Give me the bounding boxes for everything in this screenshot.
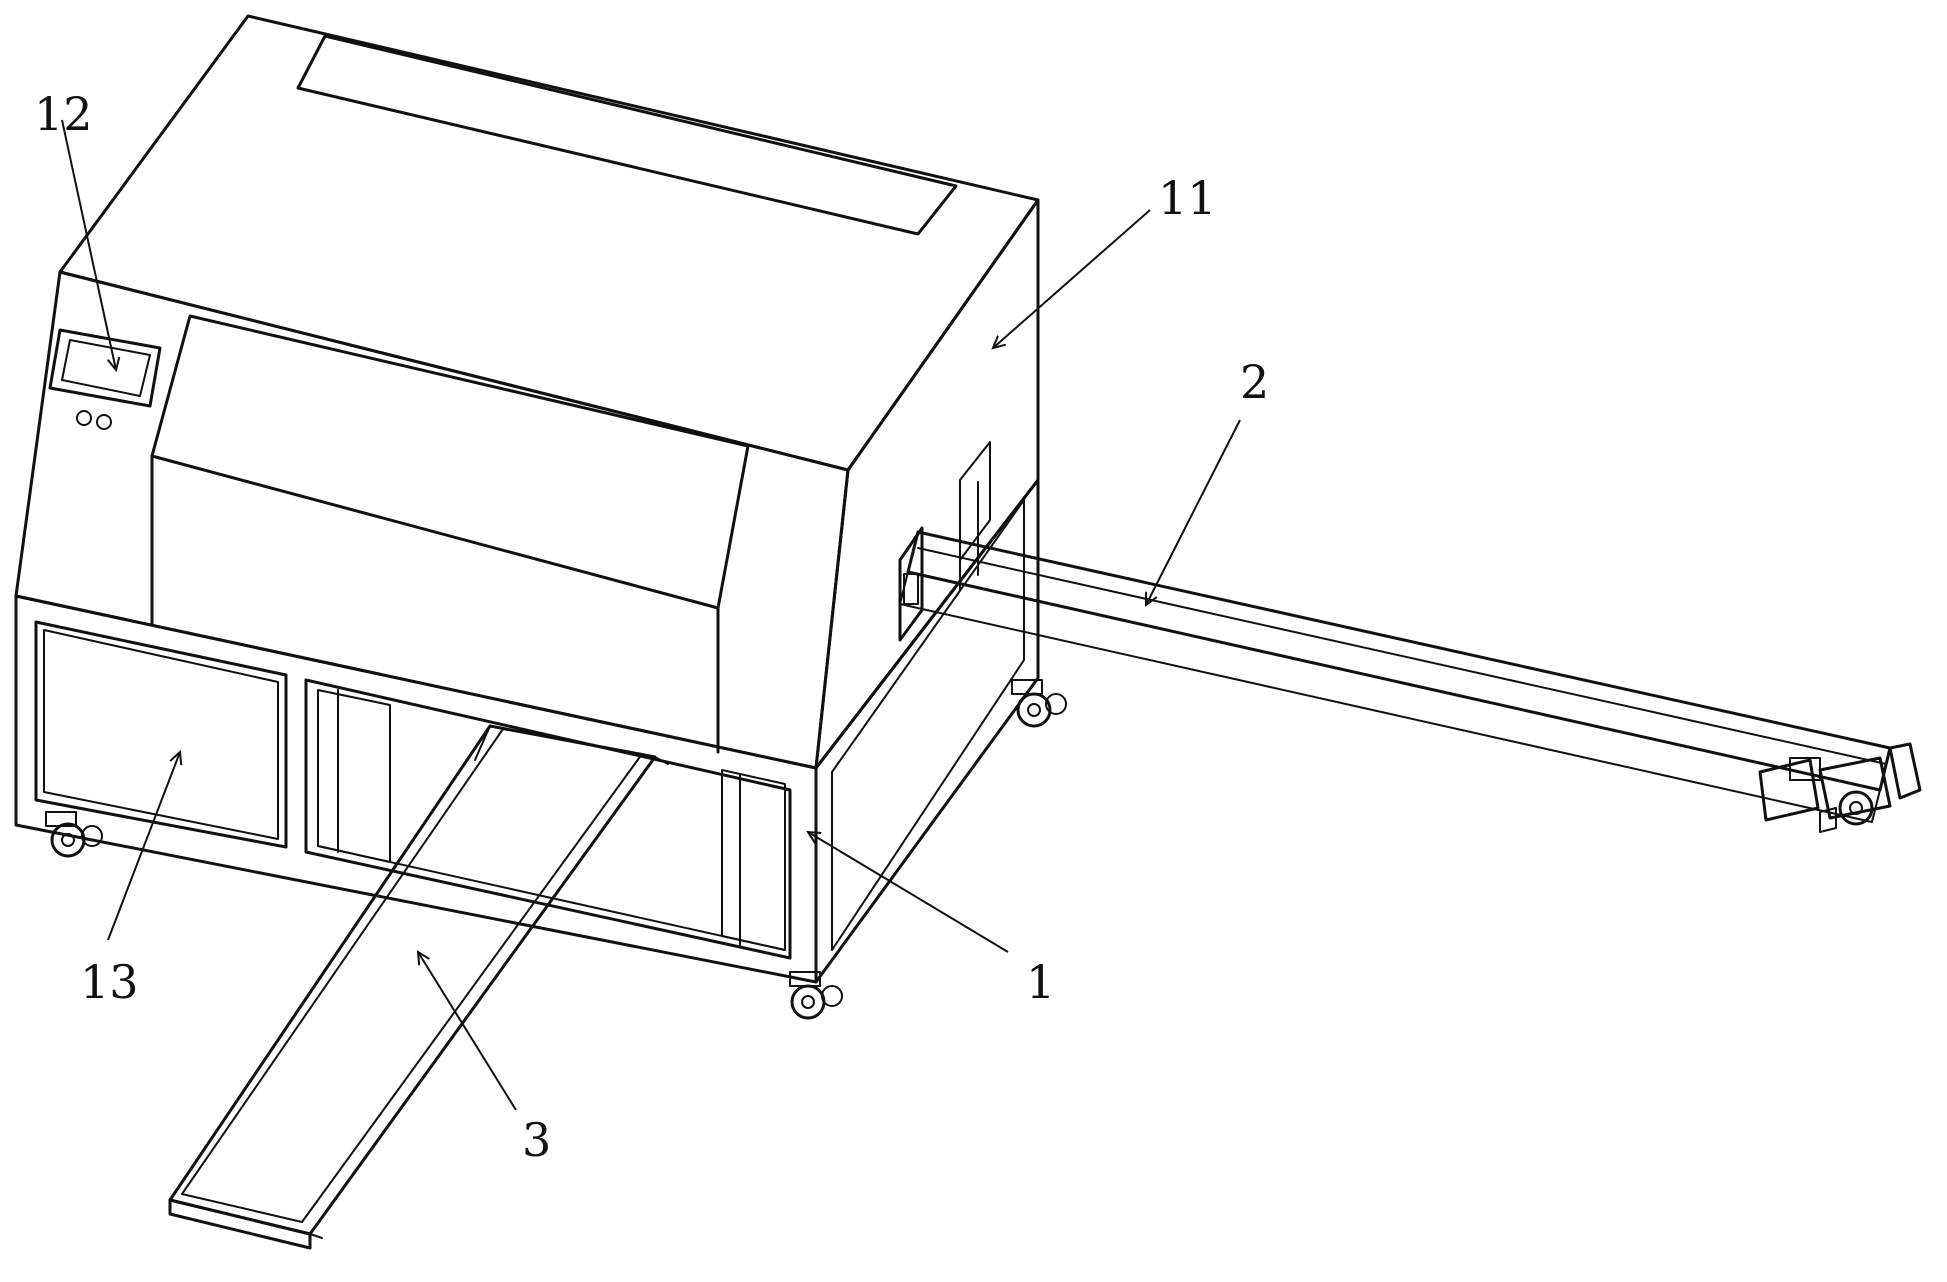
callout-3: 3 (522, 1113, 551, 1167)
control-panel (48, 328, 162, 430)
front-conveyor (168, 724, 669, 1250)
callout-2: 2 (1240, 355, 1269, 409)
callout-1: 1 (1026, 955, 1055, 1009)
leader-11 (993, 209, 1151, 348)
leader-3 (418, 952, 517, 1111)
side-conveyor (898, 526, 1922, 833)
callout-13: 13 (80, 955, 139, 1009)
callout-11: 11 (1158, 171, 1217, 225)
caster-wheels (45, 679, 1067, 1020)
leader-2 (1146, 419, 1241, 605)
caster-wheel-front-right (789, 971, 843, 1020)
leader-13 (107, 752, 180, 941)
housing (14, 14, 1040, 770)
drive-motor (1758, 742, 1922, 833)
callout-labels: 12 11 2 13 1 3 (34, 87, 1269, 1167)
callout-12: 12 (34, 87, 93, 141)
control-button-left (76, 410, 92, 426)
callout-leaders (61, 119, 1241, 1111)
control-button-right (96, 414, 112, 430)
leader-12 (61, 119, 116, 370)
leader-1 (808, 832, 1009, 953)
caster-wheel-front-left (45, 811, 103, 858)
caster-wheel-back-right (1011, 679, 1067, 728)
